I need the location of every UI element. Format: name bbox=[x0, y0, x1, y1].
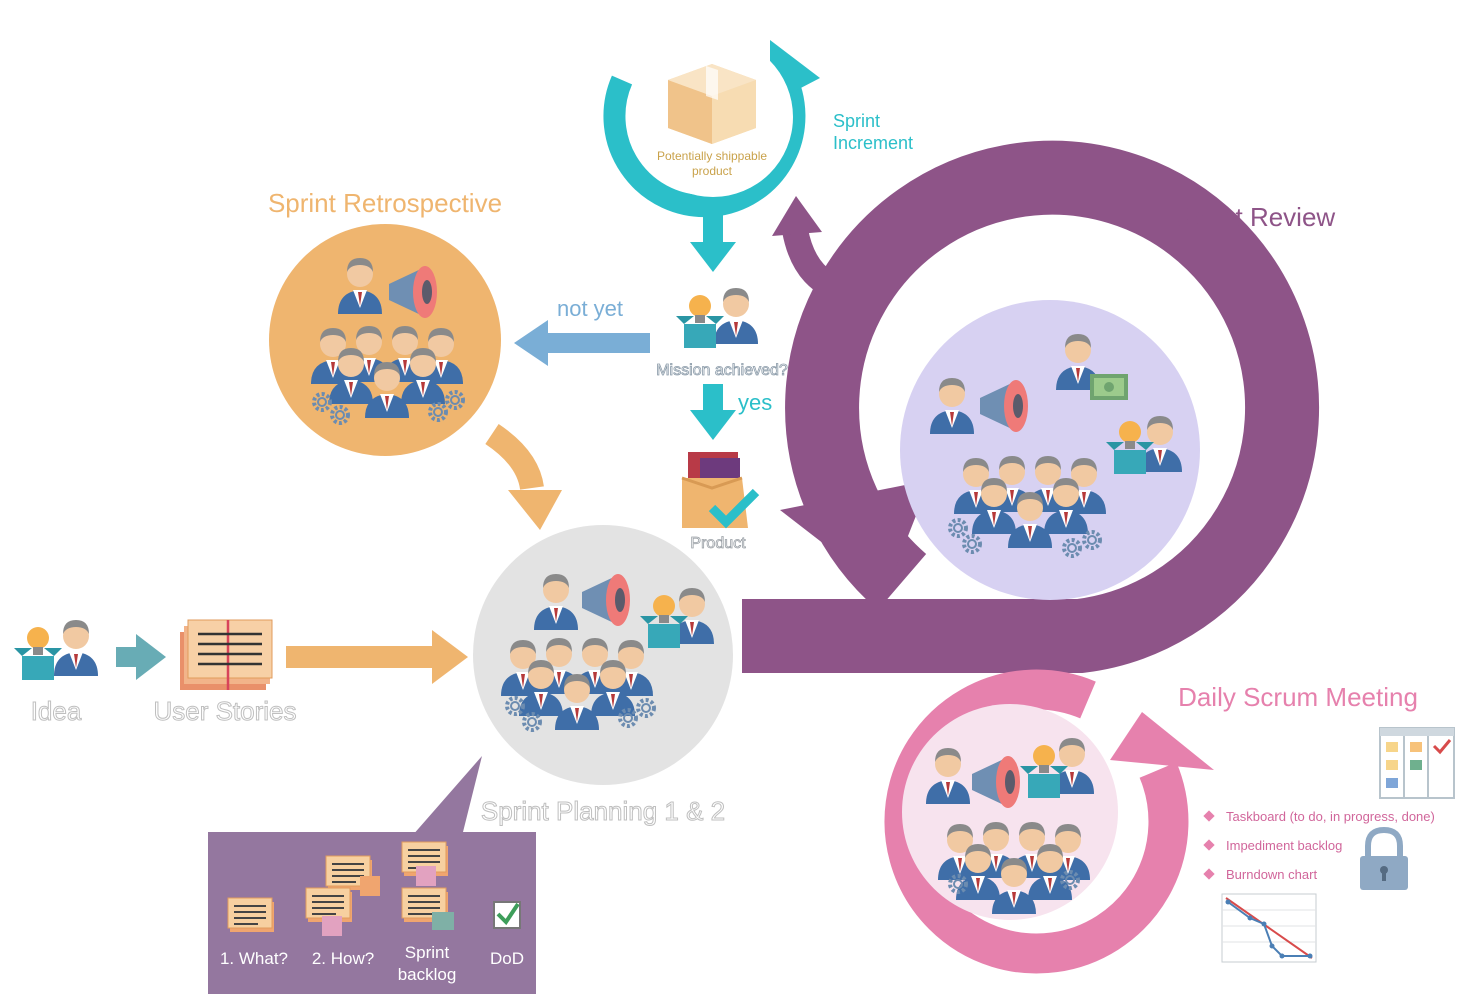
loop-arrowhead-icon bbox=[780, 480, 930, 592]
potentially-shippable-label-2: product bbox=[692, 164, 733, 178]
sprint-increment-label-1: Sprint bbox=[833, 111, 880, 131]
idea-to-stories-arrow bbox=[116, 634, 166, 680]
sprint-planning-title: Sprint Planning 1 & 2 bbox=[481, 796, 725, 826]
checkmark-icon bbox=[708, 488, 760, 529]
list-item: Taskboard (to do, in progress, done) bbox=[1226, 809, 1435, 824]
product-label: Product bbox=[690, 535, 746, 552]
what-notes-icon bbox=[227, 897, 275, 933]
retro-to-planning-arrow bbox=[485, 424, 562, 530]
daily-scrum-title: Daily Scrum Meeting bbox=[1178, 682, 1418, 712]
taskboard-icon bbox=[1379, 727, 1455, 799]
daily-scrum-loop bbox=[884, 669, 1214, 974]
box-icon bbox=[668, 64, 756, 144]
product-node: Product bbox=[681, 452, 760, 552]
idea-node: Idea bbox=[14, 620, 98, 727]
yes-arrow: yes bbox=[690, 384, 772, 440]
what-label: 1. What? bbox=[220, 949, 288, 968]
sprint-increment-cycle: Potentially shippable product Sprint Inc… bbox=[603, 37, 913, 218]
sprint-retrospective-circle bbox=[269, 224, 501, 456]
sprint-review-circle bbox=[900, 300, 1200, 600]
how-label: 2. How? bbox=[312, 949, 374, 968]
mission-achieved-node: Mission achieved? bbox=[656, 288, 788, 379]
sprint-review-loop bbox=[742, 140, 1320, 673]
sprint-planning-circle bbox=[473, 525, 733, 785]
checkmark-icon bbox=[493, 901, 521, 929]
daily-scrum-list: Taskboard (to do, in progress, done) Imp… bbox=[1203, 809, 1435, 882]
user-stories-icon bbox=[180, 619, 273, 690]
money-icon bbox=[1090, 374, 1128, 400]
idea-label: Idea bbox=[31, 696, 82, 726]
sprint-backlog-label-2: backlog bbox=[398, 965, 457, 984]
sprint-review-title: Sprint Review bbox=[1175, 202, 1336, 232]
sprint-backlog-label-1: Sprint bbox=[405, 943, 450, 962]
list-item: Impediment backlog bbox=[1226, 838, 1342, 853]
increment-down-arrow bbox=[690, 206, 736, 272]
not-yet-arrow: not yet bbox=[514, 296, 650, 366]
potentially-shippable-label-1: Potentially shippable bbox=[657, 149, 767, 163]
sprint-increment-label-2: Increment bbox=[833, 133, 913, 153]
dod-label: DoD bbox=[490, 949, 524, 968]
sprint-retrospective-title: Sprint Retrospective bbox=[268, 188, 502, 218]
daily-scrum-circle bbox=[902, 704, 1118, 920]
lock-icon bbox=[1360, 826, 1408, 890]
user-stories-label: User Stories bbox=[153, 696, 296, 726]
loop-arrowhead-icon bbox=[1110, 712, 1214, 770]
planning-detail-box: 1. What? 2. How? Sprint backlog DoD bbox=[208, 756, 536, 994]
stories-to-planning-arrow bbox=[286, 630, 468, 684]
mission-achieved-label: Mission achieved? bbox=[656, 362, 788, 379]
not-yet-label: not yet bbox=[557, 296, 623, 321]
list-item: Burndown chart bbox=[1226, 867, 1317, 882]
yes-label: yes bbox=[738, 390, 772, 415]
burndown-icon bbox=[1221, 893, 1317, 963]
